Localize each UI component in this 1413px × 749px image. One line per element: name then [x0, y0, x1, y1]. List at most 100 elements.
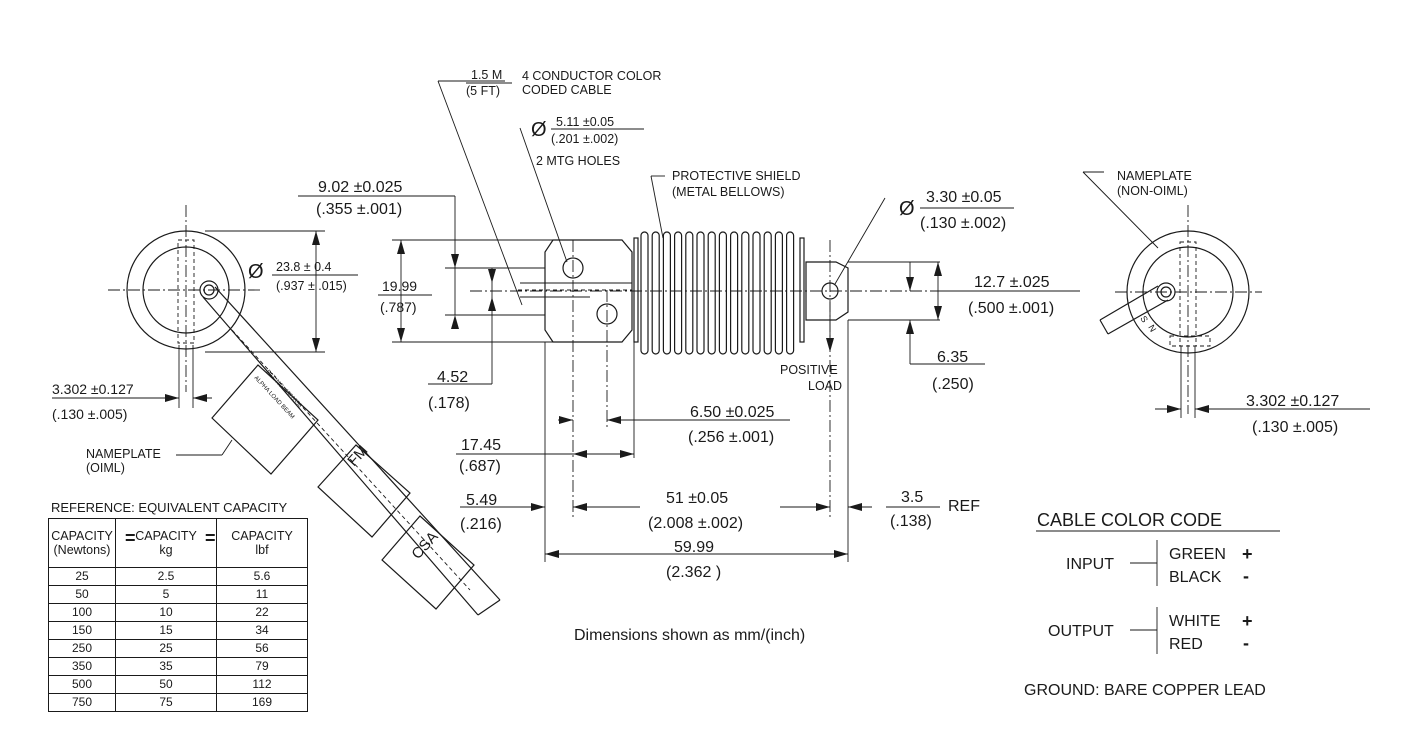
color-code-output-pos: WHITE	[1169, 613, 1221, 630]
dim-127-arrow-top	[934, 262, 942, 276]
load-end-block	[805, 261, 849, 321]
dim-549-mm: 5.49	[466, 492, 497, 509]
capacity-table-title: REFERENCE: EQUIVALENT CAPACITY	[51, 500, 288, 515]
positive-load-label-1: POSITIVE	[780, 363, 838, 377]
dim-650-in: (.256 ±.001)	[688, 429, 774, 446]
dim-127-mm: 12.7 ±.025	[974, 274, 1050, 291]
dim-650-arrow-right	[607, 416, 621, 424]
table-cell: 112	[216, 675, 308, 694]
table-cell: 79	[216, 657, 308, 676]
dim-127-in: (.500 ±.001)	[968, 300, 1054, 317]
cable-callout-leader	[437, 80, 523, 306]
nameplate-non-label-1: NAMEPLATE	[1117, 169, 1192, 183]
table-cell: 56	[216, 639, 308, 658]
table-cell: 500	[48, 675, 116, 694]
dim-1745-mm: 17.45	[461, 437, 501, 454]
load-hole-leader	[834, 197, 886, 285]
dim-902-mm: 9.02 ±0.025	[318, 179, 403, 196]
bellows-convolution	[741, 231, 750, 355]
dim-3302r-mm: 3.302 ±0.127	[1246, 393, 1339, 410]
color-code-input-neg-sign: -	[1243, 566, 1249, 586]
left-end-view: ALPHA LOAD BEAM PAT. NO. 4926558 FM CSA …	[52, 205, 501, 616]
right-end-s: S	[1138, 314, 1150, 324]
right-end-view: S N NAMEPLATE (NON-OIML) 3.302 ±0.127 (.…	[1082, 169, 1370, 436]
dim-3302r-arrow-left	[1167, 405, 1181, 413]
table-cell: 22	[216, 603, 308, 622]
load-hole-dia-in: (.130 ±.002)	[920, 215, 1006, 232]
cable-desc-2: CODED CABLE	[522, 83, 612, 97]
table-cell: 15	[115, 621, 217, 640]
left-cable-edge-b	[214, 286, 501, 601]
bellows-convolution	[785, 231, 795, 355]
dim-35-arrow-left	[848, 503, 862, 511]
mtg-holes-label: 2 MTG HOLES	[536, 154, 620, 168]
dim-5999-mm: 59.99	[674, 539, 714, 556]
dim-902-arrow-top	[451, 254, 459, 268]
mtg-hole-2	[596, 303, 618, 325]
dim-1999-arrow-bottom	[397, 328, 405, 342]
dim-452-in: (.178)	[428, 395, 470, 412]
color-code-title: CABLE COLOR CODE	[1037, 510, 1222, 530]
table-cell: 100	[48, 603, 116, 622]
header-lbf: CAPACITY lbf	[216, 518, 308, 568]
right-end-n: N	[1146, 323, 1158, 334]
table-cell: 50	[115, 675, 217, 694]
table-cell: 11	[216, 585, 308, 604]
left-cable-centerline	[231, 329, 471, 591]
dim-1999-arrow-top	[397, 240, 405, 254]
header-lbf-line-1: CAPACITY	[231, 529, 293, 543]
table-cell: 169	[216, 693, 308, 712]
left-cable-edge-a	[202, 296, 479, 616]
bellows-convolution	[763, 231, 772, 355]
table-cell: 10	[115, 603, 217, 622]
table-cell: 350	[48, 657, 116, 676]
dim-635-arrow-bottom	[906, 320, 914, 334]
dim-35-mm: 3.5	[901, 489, 923, 506]
left-cable-exit-inner	[203, 284, 215, 296]
header-lbf-line-2: lbf	[255, 543, 269, 557]
equals-sign-1: =	[125, 528, 136, 548]
table-cell: 25	[115, 639, 217, 658]
color-code-input-pos: GREEN	[1169, 546, 1226, 563]
protective-bellows	[640, 231, 795, 355]
table-cell: 34	[216, 621, 308, 640]
dim-3302l-mm: 3.302 ±0.127	[52, 381, 134, 397]
table-cell: 150	[48, 621, 116, 640]
color-code-output-pos-sign: +	[1242, 611, 1253, 631]
dim-452-arrow-bottom	[488, 297, 496, 311]
nameplate-non-label-2: (NON-OIML)	[1117, 184, 1188, 198]
dim-3302l-arrow-right	[193, 394, 207, 402]
nameplate-oiml-label-2: (OIML)	[86, 461, 125, 475]
bellows-flange-right	[799, 237, 805, 343]
bellows-convolution	[685, 231, 694, 355]
bellows-convolution	[673, 231, 683, 355]
dim-238-mm: 23.8 ± 0.4	[276, 260, 332, 274]
dim-635-mm: 6.35	[937, 349, 968, 366]
dim-3302l-in: (.130 ±.005)	[52, 406, 127, 422]
cable-color-code: CABLE COLOR CODE INPUT GREEN + BLACK - O…	[1024, 510, 1280, 699]
dim-51-arrow-right	[816, 503, 830, 511]
dim-1999-in: (.787)	[380, 299, 417, 315]
dim-902-arrow-bottom	[451, 315, 459, 329]
color-code-output-neg: RED	[1169, 636, 1203, 653]
cable-length-mm: 1.5 M	[471, 68, 502, 82]
bellows-convolution	[729, 231, 739, 355]
positive-load-arrow	[826, 338, 834, 352]
color-code-input-neg: BLACK	[1169, 569, 1222, 586]
color-code-output-label: OUTPUT	[1048, 623, 1114, 640]
bellows-convolution	[696, 231, 705, 355]
dim-1745-in: (.687)	[459, 458, 501, 475]
table-cell: 35	[115, 657, 217, 676]
right-cable-edge-a	[1099, 285, 1159, 321]
mtg-holes-leader	[519, 127, 568, 263]
capacity-table-header: CAPACITY (Newtons) CAPACITY kg CAPACITY …	[48, 518, 308, 568]
table-cell: 2.5	[115, 567, 217, 586]
dim-549-arrow	[531, 503, 545, 511]
positive-load-label-2: LOAD	[808, 379, 842, 393]
cable-desc-1: 4 CONDUCTOR COLOR	[522, 69, 661, 83]
